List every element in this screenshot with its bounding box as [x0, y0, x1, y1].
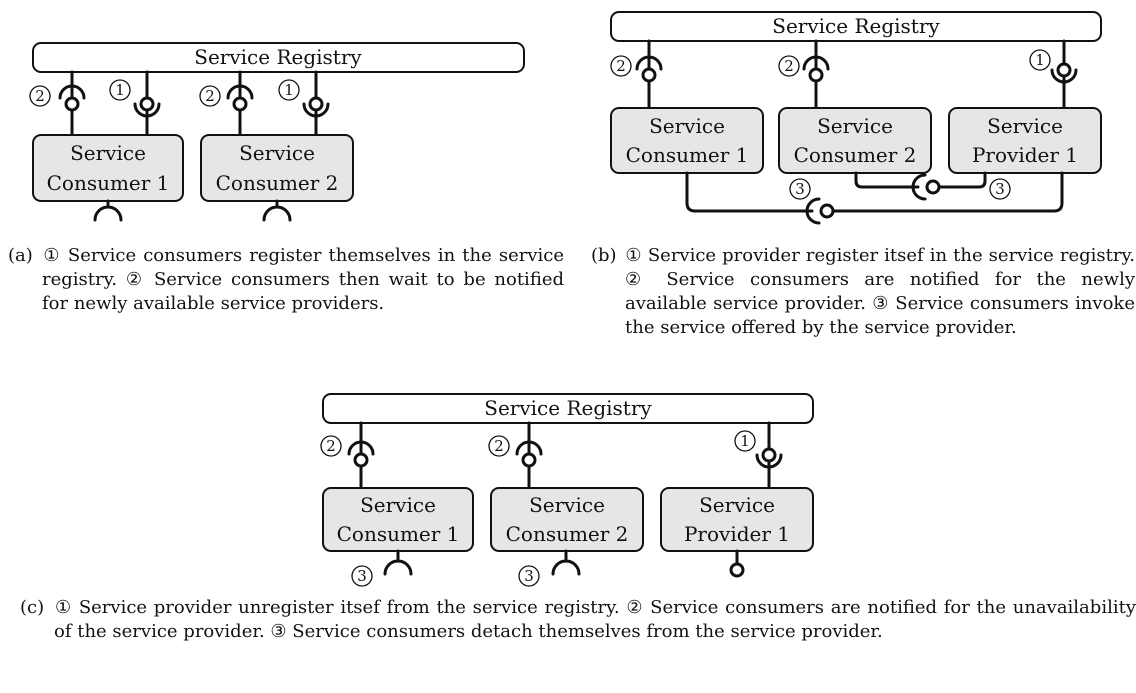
step-marker [789, 178, 811, 200]
service-label: Service [649, 114, 725, 138]
step-marker-label: 1 [115, 81, 125, 99]
ball-connector [232, 96, 248, 112]
step-marker-label: 3 [995, 180, 1005, 198]
socket-connector [805, 197, 821, 225]
step-marker [488, 435, 510, 457]
provider-1-label: Provider 1 [972, 143, 1078, 167]
consumer-2-label: Consumer 2 [506, 522, 629, 546]
service-registry-label: Service Registry [484, 396, 652, 420]
caption-b-label: (b) [591, 245, 617, 266]
service-label: Service [699, 493, 775, 517]
ball-connector [353, 452, 369, 468]
step-marker [734, 430, 756, 452]
step-marker [109, 79, 131, 101]
step-marker-label: 1 [740, 432, 750, 450]
service-registry-label: Service Registry [772, 14, 940, 38]
step-marker-label: 2 [35, 87, 45, 105]
panel-c: Service Registry 2 2 1 Service Consumer … [320, 393, 814, 587]
ball-connector [761, 447, 777, 463]
socket-connector [93, 199, 123, 222]
service-label: Service [70, 141, 146, 165]
ball-connector [808, 67, 824, 83]
caption-a-label: (a) [8, 245, 33, 266]
step-marker-label: 3 [524, 567, 534, 585]
invocation-link [936, 171, 987, 189]
service-label: Service [360, 493, 436, 517]
step-marker [199, 85, 221, 107]
invocation-link [854, 171, 920, 189]
step-marker [1029, 49, 1051, 71]
step-marker [989, 178, 1011, 200]
panel-b: Service Registry 2 2 1 Service Consumer … [610, 11, 1102, 225]
caption-a: (a) ① Service consumers register themselv… [8, 244, 564, 316]
step-marker-label: 1 [284, 81, 294, 99]
consumer-1-label: Consumer 1 [47, 171, 170, 195]
service-label: Service [529, 493, 605, 517]
ball-connector [1056, 62, 1072, 78]
step-marker-label: 2 [784, 57, 794, 75]
step-marker-label: 2 [616, 57, 626, 75]
step-marker [351, 565, 373, 587]
service-registry-box [322, 393, 814, 424]
step-marker [278, 79, 300, 101]
service-registry-box [610, 11, 1102, 42]
step-marker-label: 1 [1035, 51, 1045, 69]
socket-connector [911, 173, 927, 201]
socket-connector [383, 549, 413, 576]
service-label: Service [987, 114, 1063, 138]
ball-connector [308, 96, 324, 112]
consumer-1-label: Consumer 1 [337, 522, 460, 546]
caption-c: (c) ① Service provider unregister itsef f… [20, 596, 1136, 644]
panel-a: Service Registry 2 1 2 1 Service Consume… [29, 42, 525, 222]
ball-connector [925, 179, 941, 195]
socket-connector [551, 549, 581, 576]
step-marker [518, 565, 540, 587]
service-provider-1-box [948, 107, 1102, 174]
ball-connector [819, 203, 835, 219]
consumer-2-label: Consumer 2 [216, 171, 339, 195]
step-marker-label: 3 [795, 180, 805, 198]
service-label: Service [817, 114, 893, 138]
step-marker [29, 85, 51, 107]
step-marker [320, 435, 342, 457]
invocation-link [830, 171, 1064, 213]
service-label: Service [239, 141, 315, 165]
service-registry-label: Service Registry [194, 45, 362, 69]
service-registry-box [32, 42, 525, 73]
step-marker [778, 55, 800, 77]
step-marker [610, 55, 632, 77]
ball-connector [139, 96, 155, 112]
caption-c-text: ① Service provider unregister itsef from… [54, 597, 1136, 642]
ball-connector [641, 67, 657, 83]
invocation-link [685, 171, 814, 213]
ball-connector [64, 96, 80, 112]
ball-connector [729, 562, 745, 578]
step-marker-label: 2 [494, 437, 504, 455]
provider-1-label: Provider 1 [684, 522, 790, 546]
caption-c-label: (c) [20, 597, 45, 618]
step-marker-label: 2 [326, 437, 336, 455]
step-marker-label: 3 [357, 567, 367, 585]
consumer-1-label: Consumer 1 [626, 143, 749, 167]
step-marker-label: 2 [205, 87, 215, 105]
caption-b: (b) ① Service provider register itsef in … [591, 244, 1135, 340]
ball-connector [521, 452, 537, 468]
consumer-2-label: Consumer 2 [794, 143, 917, 167]
caption-b-text: ① Service provider register itsef in the… [625, 245, 1135, 338]
caption-a-text: ① Service consumers register themselves … [42, 245, 564, 314]
socket-connector [262, 199, 292, 222]
